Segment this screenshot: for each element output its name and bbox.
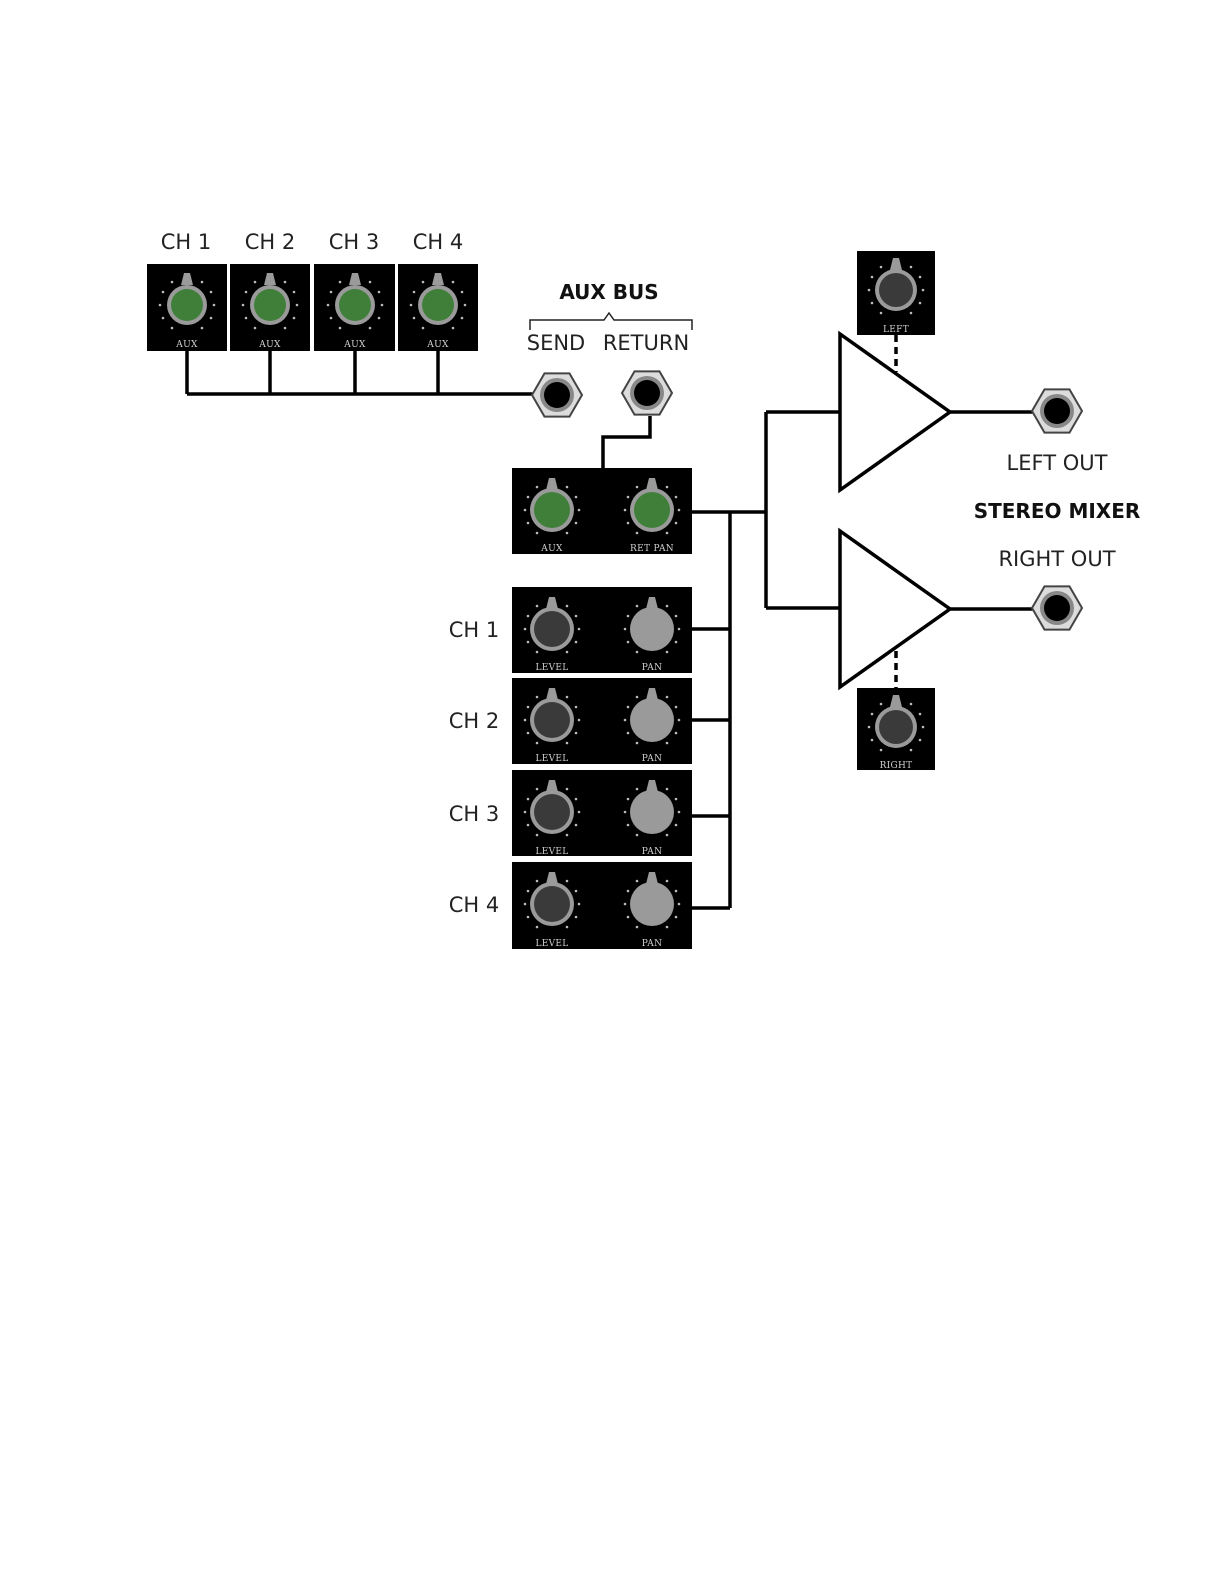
channel-strip-ch2: CH 2 LEVEL PAN <box>449 678 692 764</box>
return-jack-icon[interactable] <box>622 371 672 414</box>
aux-send-channel-label: CH 4 <box>413 230 464 254</box>
level-label: LEVEL <box>535 663 568 673</box>
aux-knob-label: AUX <box>426 340 449 350</box>
aux-knob-label: AUX <box>343 340 366 350</box>
aux-send-channel-label: CH 3 <box>329 230 380 254</box>
aux-send-wiring <box>187 351 535 394</box>
channel-label: CH 2 <box>449 709 500 733</box>
return-wire <box>603 416 650 468</box>
aux-bus-title: AUX BUS <box>559 280 658 304</box>
level-label: LEVEL <box>535 847 568 857</box>
pan-label: PAN <box>642 847 663 857</box>
channel-strips: CH 1 LEVEL PAN CH 2 <box>449 587 692 949</box>
left-out-jack-icon[interactable] <box>1032 389 1082 432</box>
aux-send-knob-ch3[interactable]: CH 3 AUX <box>314 230 395 351</box>
aux-bus-header: AUX BUS SEND RETURN <box>527 280 692 355</box>
green-knob-cap <box>339 289 371 321</box>
aux-knob-label: AUX <box>258 340 281 350</box>
left-knob-label: LEFT <box>883 325 909 335</box>
channel-label: CH 4 <box>449 893 500 917</box>
pan-label: PAN <box>642 939 663 949</box>
return-label: RETURN <box>603 331 689 355</box>
green-knob-cap <box>254 289 286 321</box>
aux-send-row: CH 1 AUX CH 2 AUX CH 3 AUX <box>147 230 478 351</box>
left-out-label: LEFT OUT <box>1007 451 1108 475</box>
left-amplifier-icon <box>840 334 950 490</box>
aux-bus-bracket <box>530 313 692 330</box>
channel-strip-ch3: CH 3 LEVEL PAN <box>449 770 692 857</box>
right-knob-label: RIGHT <box>880 761 913 771</box>
aux-send-knob-ch4[interactable]: CH 4 AUX <box>398 230 478 351</box>
left-master-knob[interactable]: LEFT <box>857 251 935 335</box>
mix-bus-wiring <box>692 412 840 908</box>
channel-strip-ch1: CH 1 LEVEL PAN <box>449 587 692 673</box>
channel-label: CH 3 <box>449 802 500 826</box>
return-aux-label: AUX <box>540 544 563 554</box>
green-knob-cap <box>171 289 203 321</box>
level-label: LEVEL <box>535 939 568 949</box>
return-pan-label: RET PAN <box>630 544 674 554</box>
pan-label: PAN <box>642 754 663 764</box>
right-master-knob[interactable]: RIGHT <box>857 688 935 771</box>
aux-send-channel-label: CH 2 <box>245 230 296 254</box>
right-out-jack-icon[interactable] <box>1032 586 1082 629</box>
aux-send-channel-label: CH 1 <box>161 230 212 254</box>
level-label: LEVEL <box>535 754 568 764</box>
green-knob-cap <box>422 289 454 321</box>
pan-label: PAN <box>642 663 663 673</box>
return-module: AUX RET PAN <box>512 468 692 554</box>
aux-send-knob-ch2[interactable]: CH 2 AUX <box>230 230 310 351</box>
right-out-label: RIGHT OUT <box>998 547 1115 571</box>
stereo-mixer-title: STEREO MIXER <box>974 499 1141 523</box>
aux-send-knob-ch1[interactable]: CH 1 AUX <box>147 230 227 351</box>
channel-strip-ch4: CH 4 LEVEL PAN <box>449 862 692 949</box>
send-label: SEND <box>527 331 585 355</box>
aux-knob-label: AUX <box>175 340 198 350</box>
channel-label: CH 1 <box>449 618 500 642</box>
send-jack-icon[interactable] <box>532 373 582 416</box>
